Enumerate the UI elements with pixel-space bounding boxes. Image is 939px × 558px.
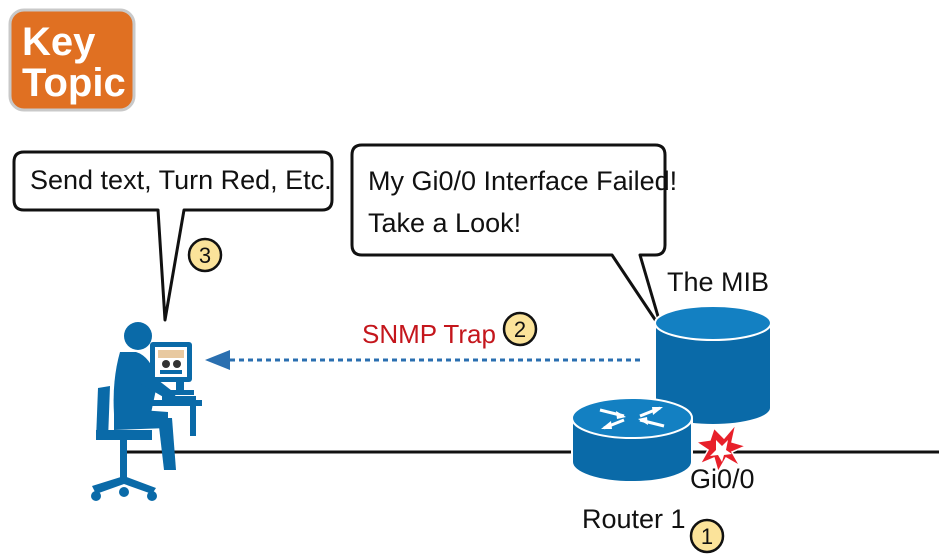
step-3-label: 3 — [199, 243, 211, 268]
monitor-screen-icon — [155, 347, 187, 377]
mib-label: The MIB — [667, 267, 769, 297]
snmp-trap-label: SNMP Trap — [362, 319, 496, 349]
step-1-label: 1 — [701, 524, 713, 549]
bubble-right-line1: My Gi0/0 Interface Failed! — [368, 166, 677, 196]
failure-burst-icon — [693, 423, 749, 474]
step-1-marker: 1 — [689, 518, 725, 554]
step-2-marker: 2 — [502, 311, 538, 347]
bubble-right-line2: Take a Look! — [368, 208, 521, 238]
key-topic-line1: Key — [22, 20, 96, 64]
speech-bubble-left: Send text, Turn Red, Etc. — [12, 150, 334, 322]
bubble-left-text: Send text, Turn Red, Etc. — [30, 165, 332, 195]
router-icon — [571, 397, 693, 483]
step-3-marker: 3 — [187, 237, 223, 273]
mib-database-icon — [654, 305, 772, 426]
snmp-trap-arrow — [205, 350, 640, 370]
key-topic-badge: Key Topic — [8, 8, 136, 112]
step-2-label: 2 — [514, 317, 526, 342]
interface-label: Gi0/0 — [690, 464, 755, 494]
speech-bubble-right: My Gi0/0 Interface Failed! Take a Look! — [350, 143, 677, 332]
router-label: Router 1 — [582, 504, 686, 534]
key-topic-line2: Topic — [22, 61, 126, 105]
